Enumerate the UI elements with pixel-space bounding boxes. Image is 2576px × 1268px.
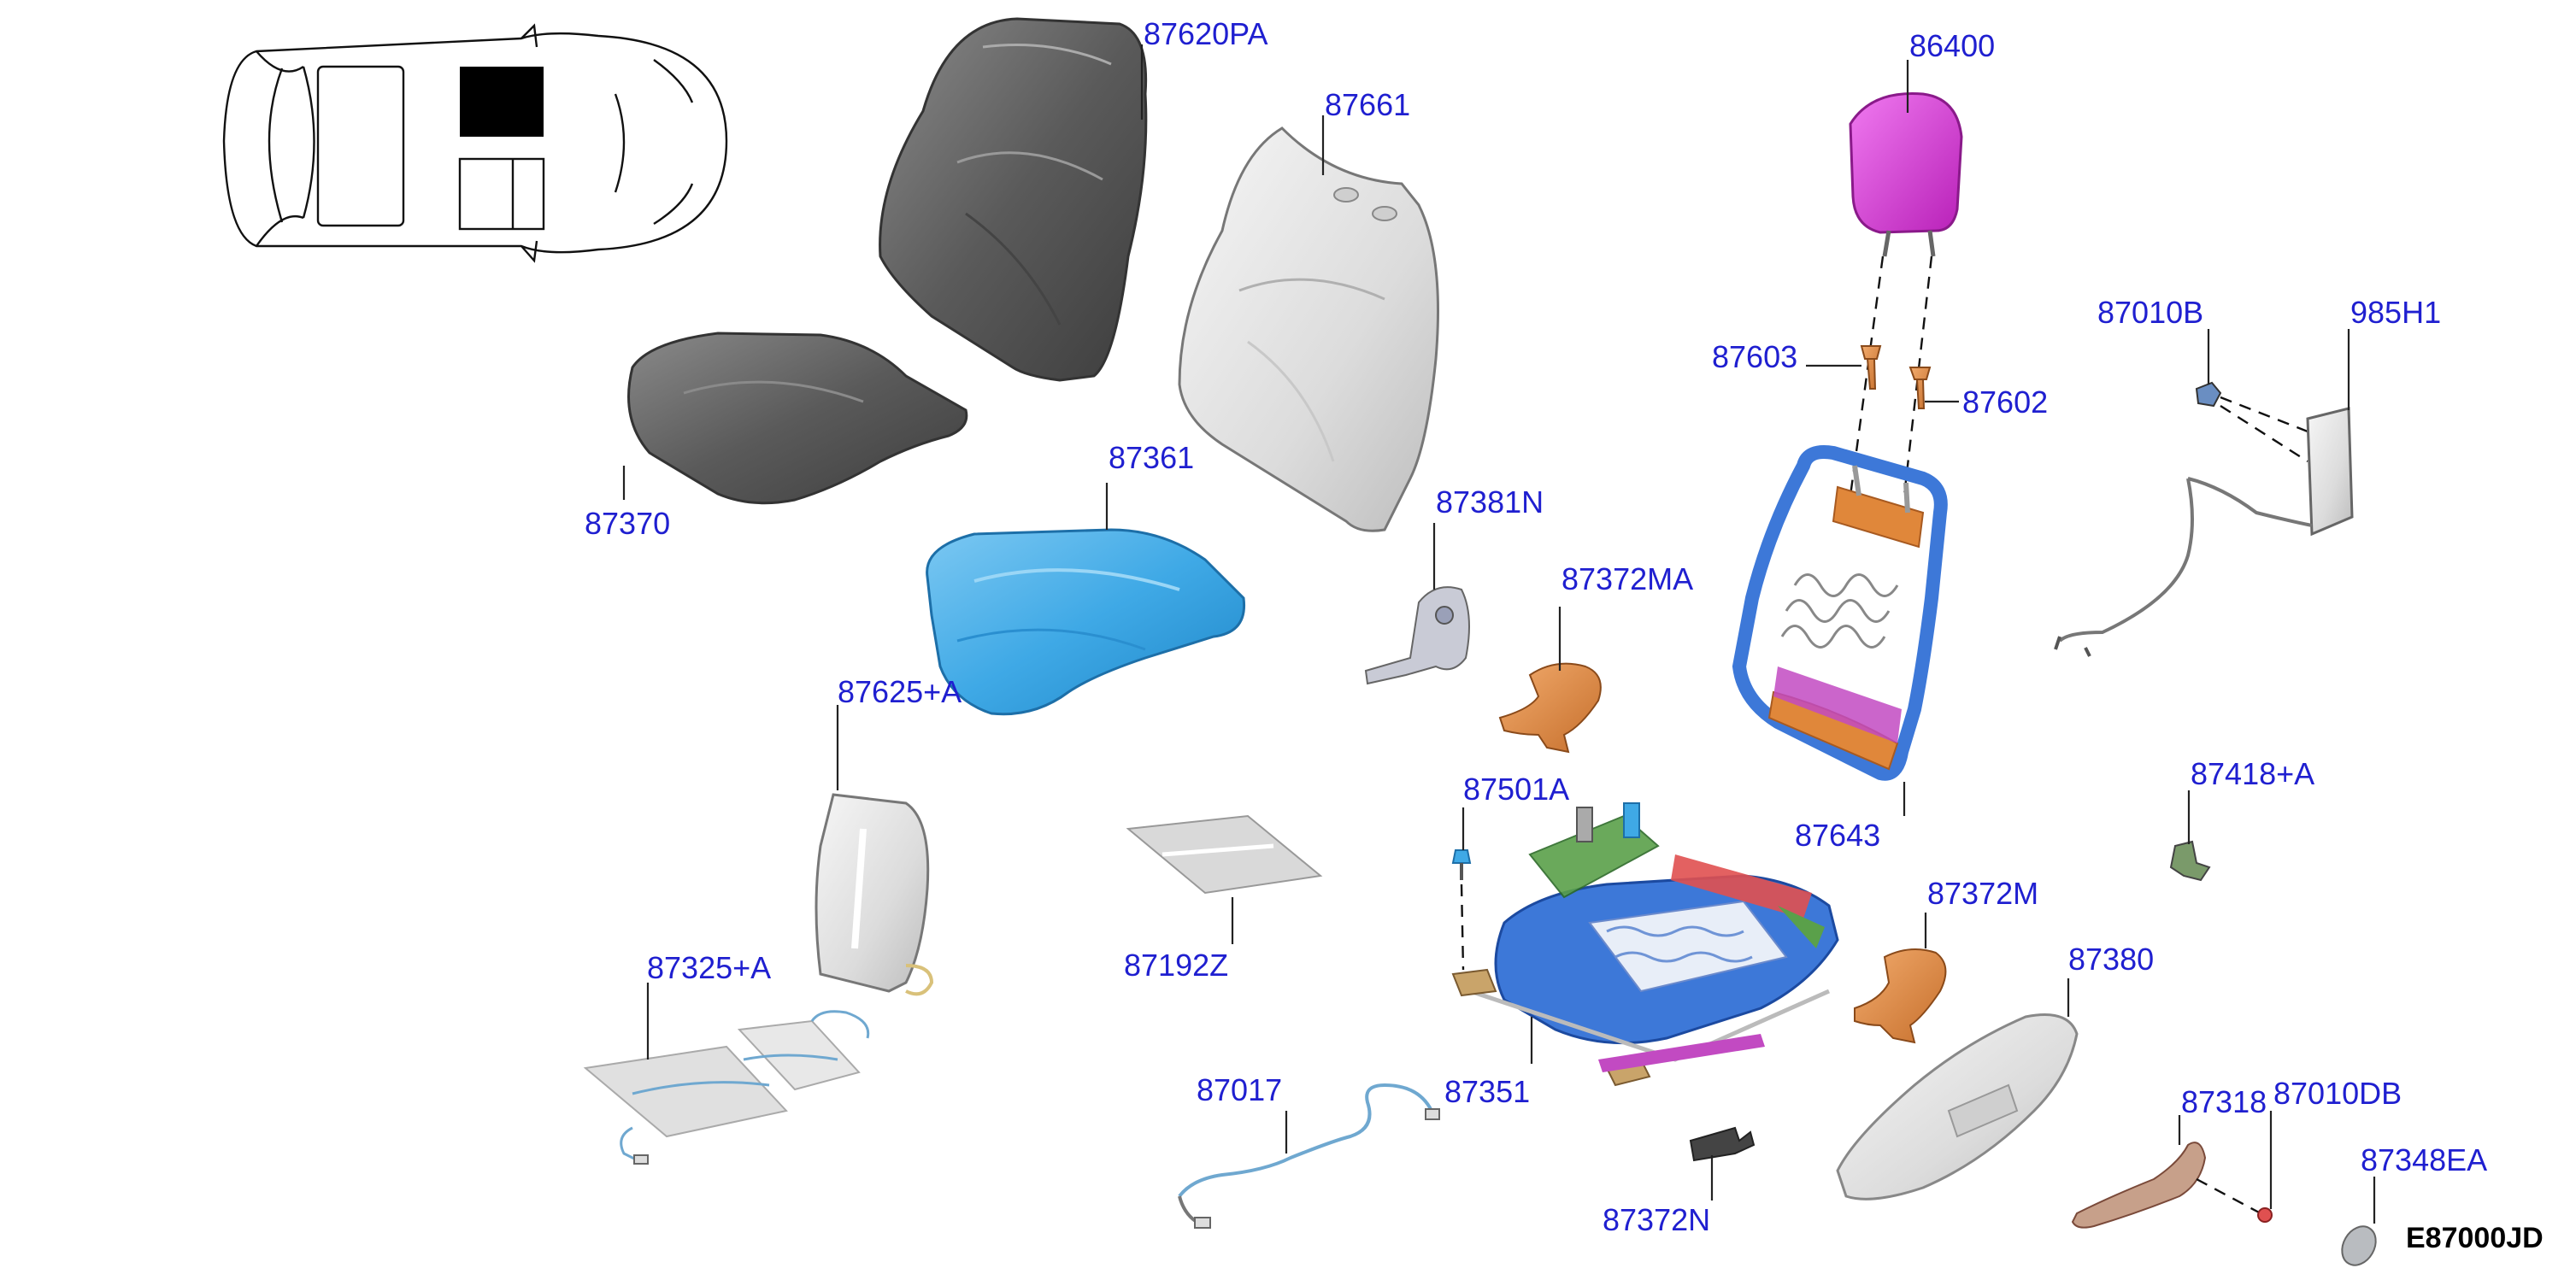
label-87501A: 87501A	[1463, 772, 1569, 807]
label-87370: 87370	[585, 506, 670, 541]
label-87620PA: 87620PA	[1144, 16, 1267, 51]
side-airbag-module	[2306, 407, 2354, 537]
car-locator-highlight	[460, 67, 544, 137]
label-87661: 87661	[1325, 87, 1410, 122]
label-87192Z: 87192Z	[1124, 948, 1228, 983]
label-985H1: 985H1	[2350, 295, 2441, 330]
seatback-trim-dark	[879, 17, 1148, 382]
seatback-board	[815, 793, 934, 996]
leader-lines	[622, 44, 2376, 1224]
wire-clip	[2169, 840, 2211, 882]
label-87603: 87603	[1712, 339, 1797, 374]
screw	[2257, 1207, 2273, 1223]
label-86400: 86400	[1909, 28, 1995, 63]
label-87380: 87380	[2068, 942, 2154, 977]
headrest-guide-right	[1908, 367, 1932, 409]
bracket-upper-orange	[1498, 662, 1602, 754]
label-87643: 87643	[1795, 818, 1880, 853]
label-87325A: 87325+A	[647, 950, 771, 985]
label-87361: 87361	[1109, 440, 1194, 475]
cover-cap	[2341, 1225, 2377, 1266]
headrest-guide-left	[1860, 345, 1882, 390]
seatback-frame	[1732, 445, 1948, 781]
label-87625A: 87625+A	[838, 674, 962, 709]
label-87010DB: 87010DB	[2273, 1076, 2402, 1111]
cushion-frame	[1451, 802, 1839, 1087]
label-87017: 87017	[1197, 1072, 1282, 1107]
bolt	[1451, 849, 1472, 880]
side-finisher	[1836, 1013, 2079, 1200]
label-87351: 87351	[1444, 1074, 1530, 1109]
diagram-code: E87000JD	[2406, 1222, 2544, 1254]
label-87010B: 87010B	[2097, 295, 2203, 330]
headrest	[1849, 91, 1963, 257]
bracket-lower-orange	[1854, 948, 1947, 1044]
label-87372N: 87372N	[1603, 1202, 1710, 1237]
cushion-trim-dark	[627, 332, 968, 505]
cushion-pad-blue	[926, 528, 1246, 716]
car-locator-icon	[222, 23, 728, 263]
recliner-lever	[2071, 1142, 2207, 1229]
small-bracket-black	[1689, 1126, 1756, 1162]
label-87372M: 87372M	[1927, 876, 2038, 911]
label-87381N: 87381N	[1436, 484, 1544, 520]
label-87348EA: 87348EA	[2361, 1142, 2487, 1177]
cushion-heater	[583, 1010, 870, 1165]
airbag-harness	[2058, 477, 2313, 643]
airbag-connector	[2195, 381, 2222, 408]
heater-pad	[1126, 814, 1323, 895]
recliner-cover	[1364, 586, 1470, 685]
label-87602: 87602	[1962, 385, 2048, 420]
label-87418A: 87418+A	[2191, 756, 2314, 791]
seatback-pad-light	[1178, 126, 1439, 532]
label-87318: 87318	[2181, 1084, 2267, 1119]
seat-harness	[1178, 1083, 1440, 1229]
label-87372MA: 87372MA	[1561, 561, 1693, 596]
